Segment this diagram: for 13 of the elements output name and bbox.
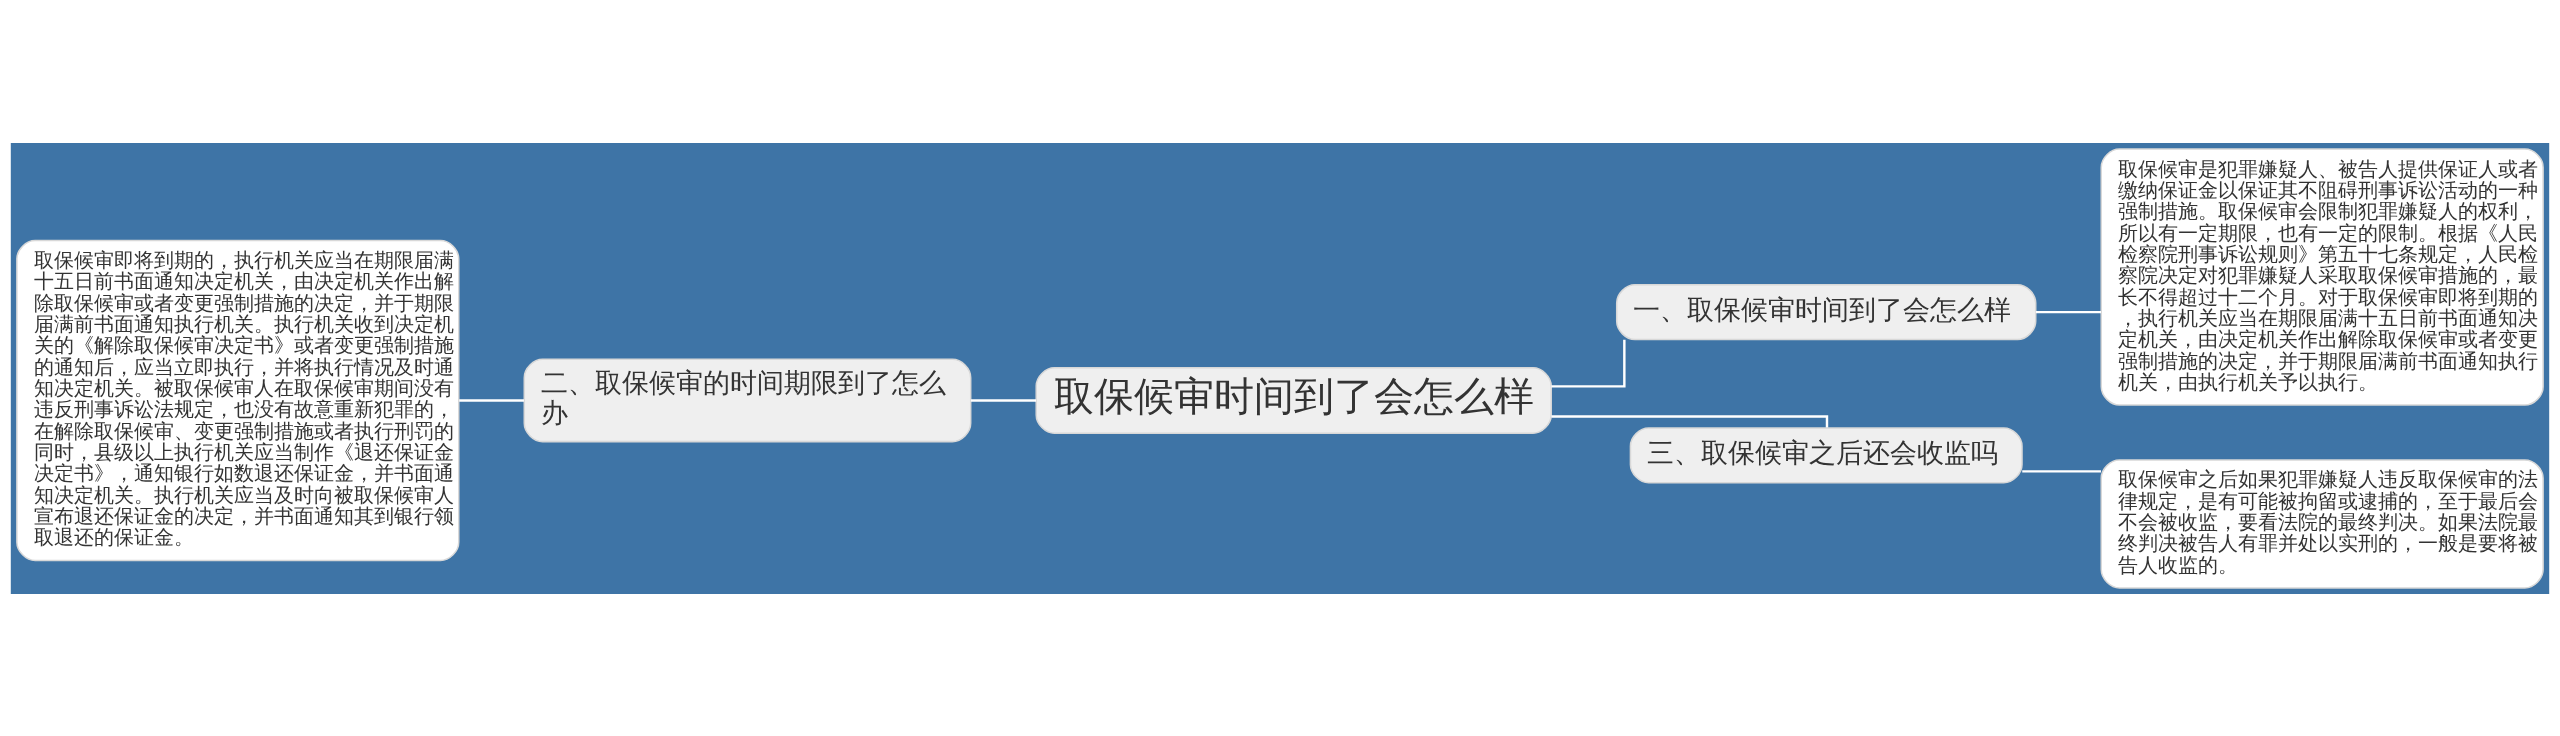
node-box: 取保候审之后如果犯罪嫌疑人违反取保候审的法律规定，是有可能被拘留或逮捕的，至于最后会不会被收监，要看法院的最终判决。如果法院最终判决被告人有罪并处以实刑的，一般是要将被告人收监的。 (2100, 458, 2544, 589)
node-box: 取保候审即将到期的，执行机关应当在期限届满十五日前书面通知决定机关，由决定机关作出解除取保候审或者变更强制措施的决定，并于期限届满前书面通知执行机关。执行机关收到决定机关的《解除取保候审决定书》或者变更强制措施的通知后，应当立即执行，并将执行情况及时通知决定机关。被取保候审人在取保候审期间没有违反刑事诉讼法规定，也没有故意重新犯罪的，在解除取保候审、变更强制措施或者执行刑罚的同时，县级以上执行机关应当制作《退还保证金决定书》，通知银行如数退还保证金，并书面通知决定机关。执行机关应当及时向被取保候审人宣布退还保证金的决定，并书面通知其到银行领取退还的保证金。 (16, 239, 460, 561)
node-box: 二、取保候审的时间期限到了怎么办 (523, 358, 972, 442)
connector (1551, 414, 1829, 428)
connector (459, 398, 524, 402)
connector (2035, 310, 2101, 313)
node-box: 取保候审时间到了会怎么样 (1035, 366, 1552, 434)
connector (1551, 339, 1626, 388)
connector (970, 398, 1037, 402)
connector (2022, 469, 2101, 473)
node-box: 取保候审是犯罪嫌疑人、被告人提供保证人或者缴纳保证金以保证其不阻碍刑事诉讼活动的一种强制措施。取保候审会限制犯罪嫌疑人的权利，所以有一定期限，也有一定的限制。根据《人民检察院刑事诉讼规则》第五十七条规定，人民检察院决定对犯罪嫌疑人采取取保候审措施的，最长不得超过十二个月。对于取保候审即将到期的，执行机关应当在期限届满十五日前书面通知决定机关，由决定机关作出解除取保候审或者变更强制措施的决定，并于期限届满前书面通知执行机关，由执行机关予以执行。 (2100, 147, 2544, 406)
node-box: 一、取保候审时间到了会怎么样 (1615, 283, 2037, 340)
node-box: 三、取保候审之后还会收监吗 (1629, 426, 2023, 484)
